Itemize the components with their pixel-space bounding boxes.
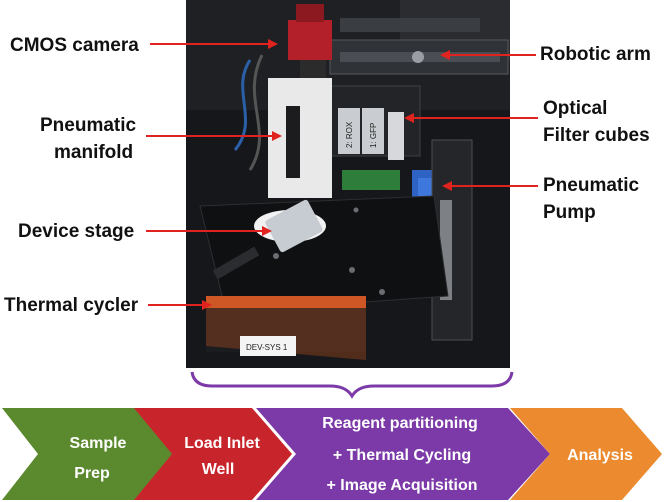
cmos-camera-part [288,4,332,80]
label-pneumatic-manifold-2: manifold [54,142,133,163]
label-device-stage: Device stage [18,221,134,242]
label-pneumatic-manifold-1: Pneumatic [40,115,137,136]
step-2-line-2: Well [202,461,235,478]
workflow-step-reagent-partitioning: Reagent partitioning + Thermal Cycling +… [256,408,550,500]
step-1-line-2: Prep [74,465,110,482]
step-3-line-3: + Image Acquisition [327,477,478,494]
arrowhead-pneumatic-pump [442,181,452,191]
workflow-step-load-inlet-well: Load Inlet Well [134,408,292,500]
label-pneumatic-pump-2: Pump [543,202,596,223]
arrowhead-device-stage [262,226,272,236]
label-optical-filter-cubes-2: Filter cubes [543,125,650,146]
label-optical-filter-cubes-1: Optical [543,98,607,119]
step-1-line-1: Sample [70,435,127,452]
callouts: CMOS camera Robotic arm Pneumatic manifo… [4,35,651,316]
workflow-brace [190,371,514,399]
arrowhead-optical-filter-cubes [404,113,414,123]
arrowhead-robotic-arm [440,50,450,60]
arrowhead-pneumatic-manifold [272,131,282,141]
label-thermal-cycler: Thermal cycler [4,295,139,316]
optical-filter-cubes-part: 2: ROX 1: GFP [338,108,384,154]
device-stage-part [254,199,326,253]
step-2-line-1: Load Inlet [184,435,260,452]
arrowhead-thermal-cycler [202,300,212,310]
label-cmos-camera: CMOS camera [10,35,139,56]
arrowhead-cmos-camera [268,39,278,49]
workflow-steps: Sample Prep Load Inlet Well Reagent part… [2,408,662,500]
step-3-line-1: Reagent partitioning [322,415,478,432]
step-3-line-2: + Thermal Cycling [333,447,471,464]
cube-label-2: 1: GFP [369,123,378,148]
workflow-step-sample-prep: Sample Prep [2,408,178,500]
workflow-step-analysis: Analysis [510,408,662,500]
label-robotic-arm: Robotic arm [540,44,651,65]
step-4-line-1: Analysis [567,447,633,464]
cube-label-1: 2: ROX [345,121,354,148]
pneumatic-manifold-part [268,78,332,198]
label-pneumatic-pump-1: Pneumatic [543,175,640,196]
device-label: DEV-SYS 1 [246,343,288,352]
